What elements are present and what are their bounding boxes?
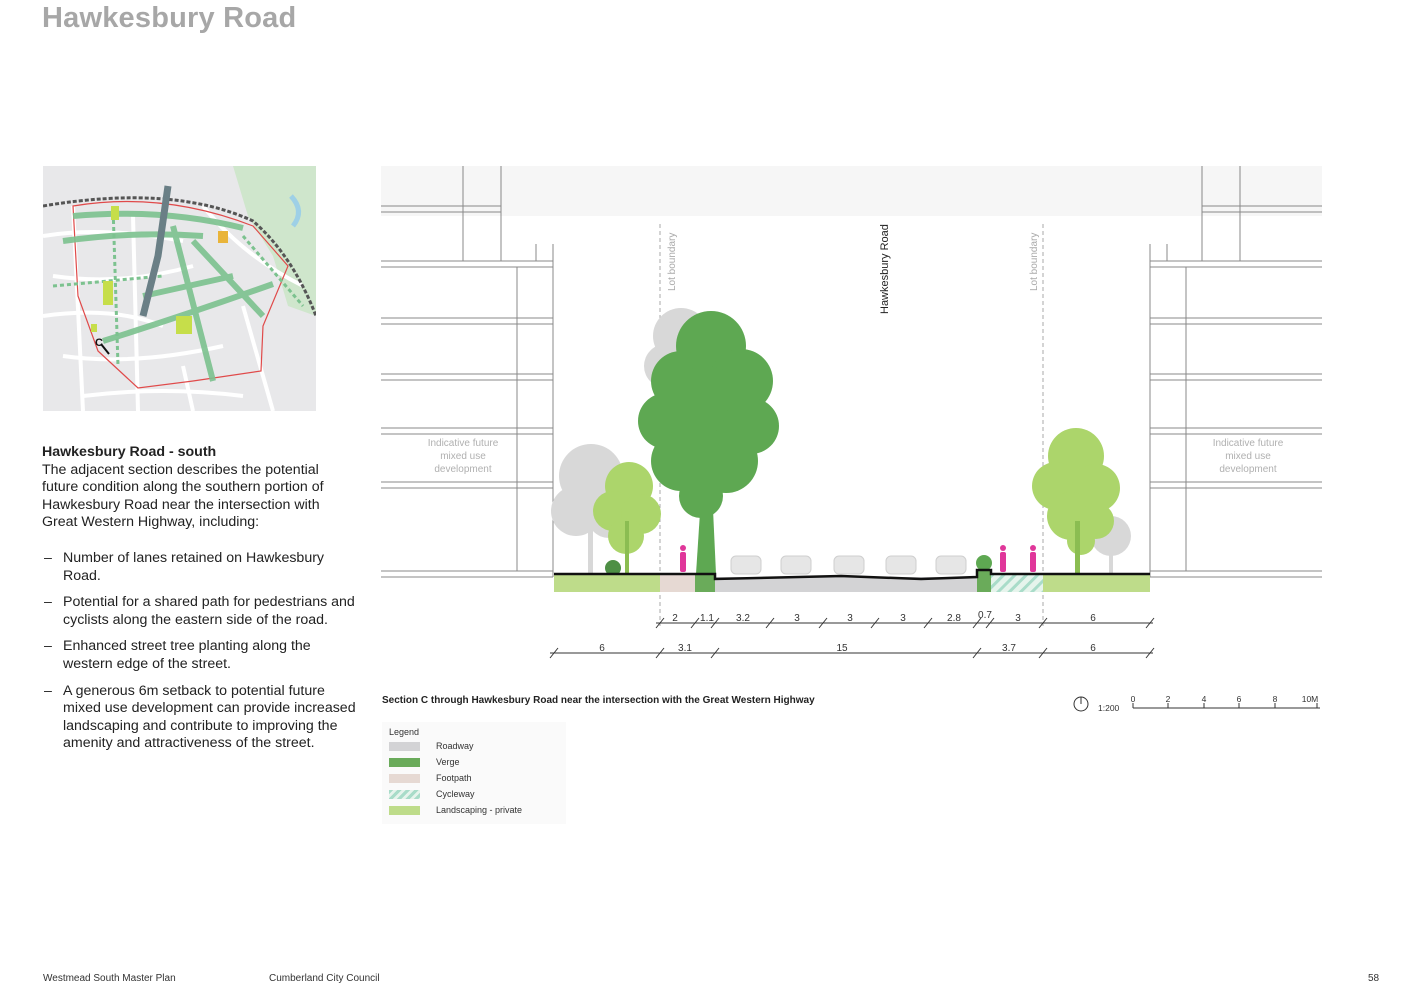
verge-right (977, 571, 991, 592)
legend-label: Landscaping - private (436, 805, 523, 815)
street-tree-dark (638, 311, 779, 574)
north-arrow-icon (1073, 696, 1089, 712)
dim-label: 0.7 (978, 610, 992, 621)
scale-tick: 4 (1202, 694, 1207, 704)
dim-label: 1.1 (700, 613, 714, 624)
dim-label: 6 (1090, 613, 1096, 624)
bullet-item: A generous 6m setback to potential futur… (42, 683, 358, 753)
legend-label: Cycleway (436, 789, 475, 799)
dim-label: 6 (1090, 643, 1096, 654)
dim-label: 3.2 (736, 613, 750, 624)
legend-swatch (389, 790, 420, 799)
landscaping-right (1043, 575, 1150, 592)
legend-swatch (389, 774, 420, 783)
scale-tick: 0 (1131, 694, 1136, 704)
dim-label: 3 (847, 613, 853, 624)
legend-title: Legend (389, 727, 420, 737)
roadway (715, 577, 977, 592)
scale-tick: 8 (1273, 694, 1278, 704)
dev-label-left-2: mixed use (440, 451, 486, 462)
footer-organisation: Cumberland City Council (269, 973, 380, 984)
footer-document-title: Westmead South Master Plan (43, 973, 176, 984)
legend-swatch (389, 758, 420, 767)
dim-label: 3 (794, 613, 800, 624)
cycleway (991, 575, 1043, 592)
lot-boundary-label-left: Lot boundary (667, 233, 678, 291)
scale-tick: 2 (1166, 694, 1171, 704)
scale-tick: 6 (1237, 694, 1242, 704)
scale-tick: 10M (1302, 694, 1319, 704)
location-map: C (42, 166, 318, 412)
legend-label: Roadway (436, 741, 474, 751)
dimension-line-lower (549, 647, 1155, 659)
footpath-left (660, 575, 695, 592)
dim-label: 3.1 (678, 643, 692, 654)
dim-label: 2 (672, 613, 678, 624)
dev-label-left-1: Indicative future (428, 438, 499, 449)
section-intro: The adjacent section describes the poten… (42, 461, 324, 531)
legend-swatch (389, 742, 420, 751)
legend-swatch (389, 806, 420, 815)
road-name-label: Hawkesbury Road (879, 224, 891, 314)
bullet-item: Enhanced street tree planting along the … (42, 638, 358, 673)
legend: Legend Roadway Verge Footpath Cycleway L… (382, 722, 566, 824)
page-title: Hawkesbury Road (42, 2, 297, 34)
dev-label-right-2: mixed use (1225, 451, 1271, 462)
dim-label: 3.7 (1002, 643, 1016, 654)
dim-label: 2.8 (947, 613, 961, 624)
dim-label: 3 (1015, 613, 1021, 624)
scale-bar: 1:200 0 2 4 6 8 10M (1070, 693, 1325, 717)
scale-ratio: 1:200 (1098, 703, 1120, 713)
section-caption: Section C through Hawkesbury Road near t… (382, 695, 815, 706)
landscaping-left (554, 575, 660, 592)
dimension-line-upper (655, 617, 1155, 629)
verge-left (695, 575, 715, 592)
section-marker-label: C (95, 337, 103, 349)
dim-label: 15 (836, 643, 848, 654)
page-number: 58 (1368, 973, 1380, 984)
cars (730, 555, 967, 575)
section-subtitle: Hawkesbury Road - south (42, 444, 217, 460)
legend-label: Footpath (436, 773, 472, 783)
street-section-drawing: Indicative future mixed use development … (381, 166, 1322, 666)
dev-label-right-1: Indicative future (1213, 438, 1284, 449)
bullet-item: Potential for a shared path for pedestri… (42, 594, 358, 629)
legend-label: Verge (436, 757, 460, 767)
left-building (381, 166, 554, 578)
bullet-list: Number of lanes retained on Hawkesbury R… (42, 550, 358, 753)
bullet-item: Number of lanes retained on Hawkesbury R… (42, 550, 358, 585)
pedestrians (680, 545, 1036, 572)
street-tree-light (593, 428, 1120, 574)
location-map-graphic: C (42, 166, 318, 412)
dev-label-left-3: development (434, 464, 491, 475)
dim-label: 6 (599, 643, 605, 654)
description-block: Hawkesbury Road - south The adjacent sec… (42, 444, 358, 762)
dim-label: 3 (900, 613, 906, 624)
right-building (1149, 166, 1322, 578)
lot-boundary-label-right: Lot boundary (1029, 233, 1040, 291)
dev-label-right-3: development (1219, 464, 1276, 475)
